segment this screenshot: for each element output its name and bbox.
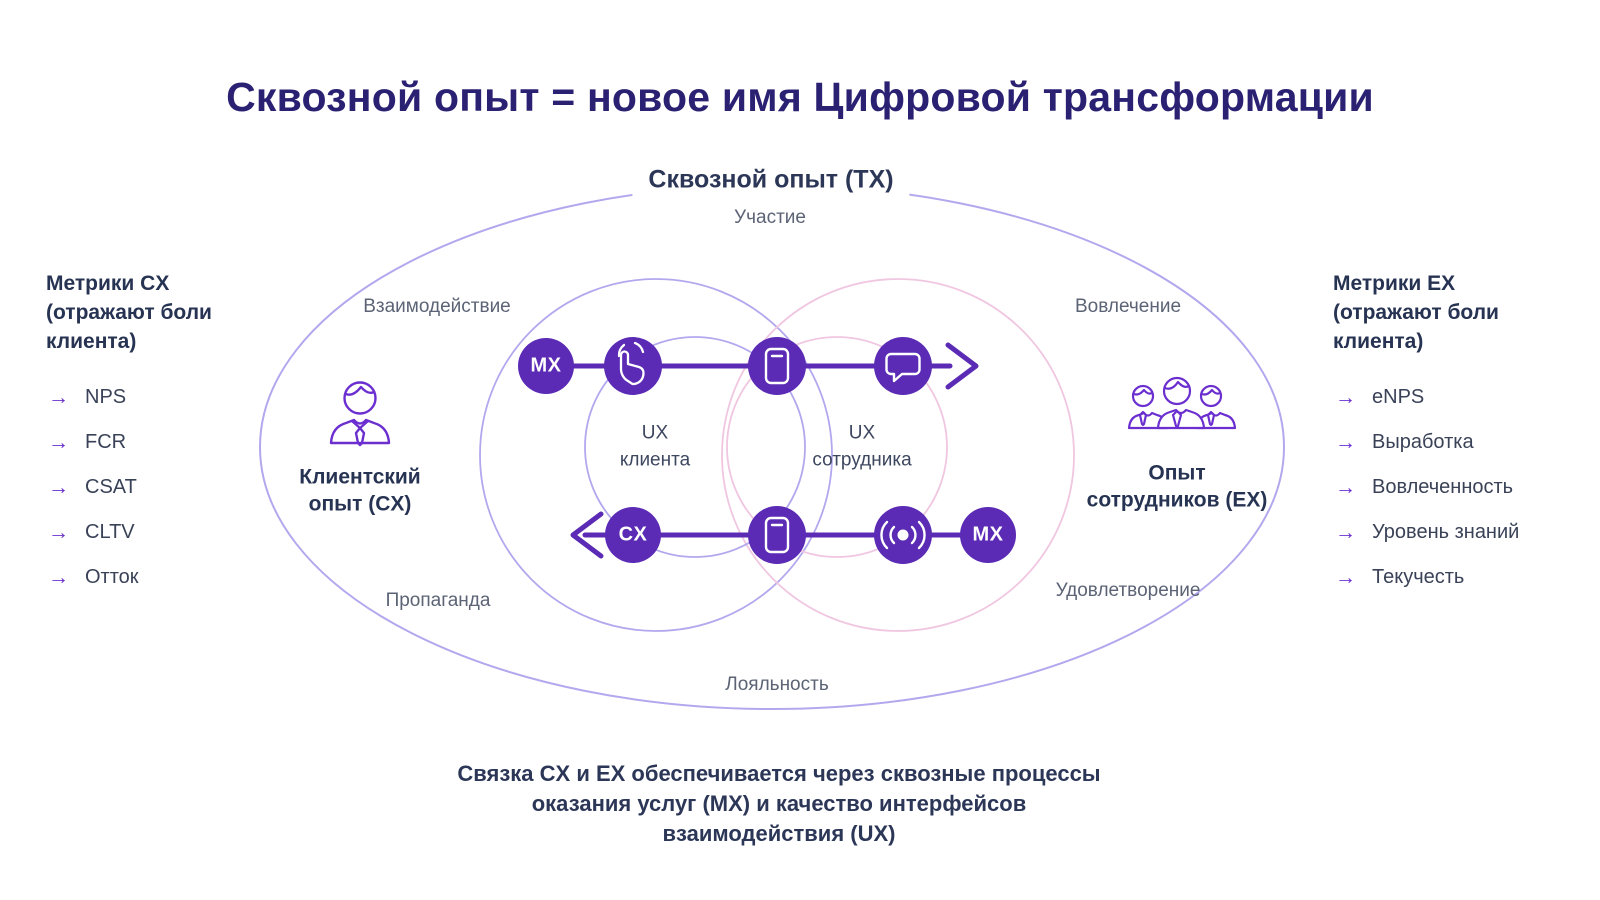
page-title: Сквозной опыт = новое имя Цифровой транс… xyxy=(226,74,1374,120)
metric-label: CSAT xyxy=(85,476,137,498)
outer-tx-ellipse xyxy=(259,184,1285,710)
ring-label-bottom: Лояльность xyxy=(725,674,829,695)
metrics-cx-heading: Метрики CX (отражают боли клиента) xyxy=(46,272,212,353)
smartphone-icon xyxy=(764,347,790,385)
arrow-right-icon: → xyxy=(48,431,69,454)
metric-ex-engagement: → Вовлеченность xyxy=(1335,476,1513,499)
arrow-right-icon: → xyxy=(1335,521,1356,544)
footnote: Связка CX и EX обеспечивается через скво… xyxy=(457,761,1101,846)
ring-label-top-right: Вовлечение xyxy=(1074,296,1182,317)
metric-label: CLTV xyxy=(85,521,135,543)
smartphone-node-top xyxy=(748,337,806,395)
smartphone-node-bottom xyxy=(748,506,806,564)
arrow-right-icon: → xyxy=(1335,431,1356,454)
person-icon xyxy=(329,381,391,447)
metric-cx-nps: → NPS xyxy=(48,386,126,409)
ring-label-bottom-right: Удовлетворение xyxy=(1055,580,1201,601)
metric-ex-knowledge: → Уровень знаний xyxy=(1335,521,1519,544)
metric-label: FCR xyxy=(85,431,127,453)
ux-employee-label: UX сотрудника xyxy=(812,422,912,470)
metric-label: Текучесть xyxy=(1372,566,1465,588)
arrow-right-icon: → xyxy=(48,476,69,499)
broadcast-icon xyxy=(880,520,926,550)
cx-circle xyxy=(479,278,833,632)
ux-client-circle xyxy=(584,336,806,558)
ex-circle xyxy=(721,278,1075,632)
metric-label: Уровень знаний xyxy=(1372,521,1520,543)
ring-label-top-left: Взаимодействие xyxy=(363,296,511,317)
ring-label-bottom-left: Пропаганда xyxy=(385,590,491,611)
metric-label: NPS xyxy=(85,386,127,408)
cx-bottom-label: CX xyxy=(618,523,648,546)
metric-label: eNPS xyxy=(1372,386,1425,408)
mx-top-label: MX xyxy=(530,354,562,377)
tx-ellipse-label: Сквозной опыт (TX) xyxy=(632,163,910,197)
people-icon xyxy=(1127,376,1237,430)
cx-node xyxy=(605,507,661,563)
metric-ex-turnover: → Текучесть xyxy=(1335,566,1464,589)
arrow-right-icon xyxy=(945,342,979,390)
customer-experience-label: Клиентский опыт (CX) xyxy=(299,465,421,516)
mx-bottom-label: MX xyxy=(972,523,1004,546)
ux-client-label: UX клиента xyxy=(619,422,691,470)
metric-cx-fcr: → FCR xyxy=(48,431,126,454)
mx-node-bottom xyxy=(960,507,1016,563)
tap-icon xyxy=(617,341,645,386)
metric-ex-enps: → eNPS xyxy=(1335,386,1424,409)
metric-label: Вовлеченность xyxy=(1372,476,1514,498)
arrow-right-icon: → xyxy=(1335,476,1356,499)
chat-icon xyxy=(885,352,921,383)
arrow-right-icon: → xyxy=(48,521,69,544)
arrow-right-icon: → xyxy=(1335,566,1356,589)
smartphone-icon xyxy=(764,516,790,554)
arrow-left-icon xyxy=(570,511,604,559)
mx-node-top xyxy=(518,338,574,394)
metric-label: Выработка xyxy=(1372,431,1474,453)
ring-label-top: Участие xyxy=(734,207,806,228)
metric-cx-churn: → Отток xyxy=(48,566,139,589)
chat-node xyxy=(874,337,932,395)
arrow-right-icon: → xyxy=(48,386,69,409)
arrow-right-icon: → xyxy=(1335,386,1356,409)
metric-label: Отток xyxy=(85,566,139,588)
metrics-ex-heading: Метрики EX (отражают боли клиента) xyxy=(1333,272,1499,353)
arrow-right-icon: → xyxy=(48,566,69,589)
employee-experience-label: Опыт сотрудников (EX) xyxy=(1086,461,1268,512)
ux-employee-circle xyxy=(726,336,948,558)
metric-cx-cltv: → CLTV xyxy=(48,521,135,544)
metric-cx-csat: → CSAT xyxy=(48,476,137,499)
metric-ex-output: → Выработка xyxy=(1335,431,1474,454)
